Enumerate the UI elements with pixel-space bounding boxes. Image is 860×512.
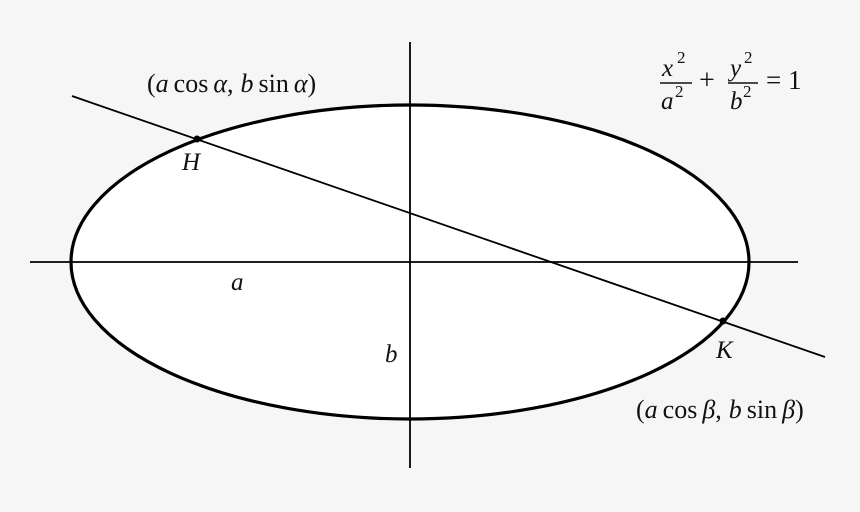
semi-minor-label: b [385, 341, 398, 368]
svg-text:y: y [727, 55, 742, 82]
point-h-dot [193, 135, 201, 143]
svg-text:= 1: = 1 [766, 65, 801, 95]
ellipse-equation: x 2 a 2 + y 2 b 2 = 1 [660, 48, 801, 115]
svg-text:2: 2 [677, 48, 686, 67]
svg-text:+: + [699, 65, 715, 96]
svg-text:2: 2 [744, 48, 753, 67]
svg-text:x: x [661, 55, 673, 82]
svg-text:2: 2 [743, 82, 752, 101]
point-k-label: K [715, 337, 734, 364]
svg-text:2: 2 [675, 82, 684, 101]
svg-text:a: a [661, 88, 674, 115]
point-k-dot [719, 317, 727, 325]
point-h-label: H [181, 149, 202, 176]
semi-major-label: a [231, 269, 244, 296]
svg-text:b: b [730, 88, 743, 115]
